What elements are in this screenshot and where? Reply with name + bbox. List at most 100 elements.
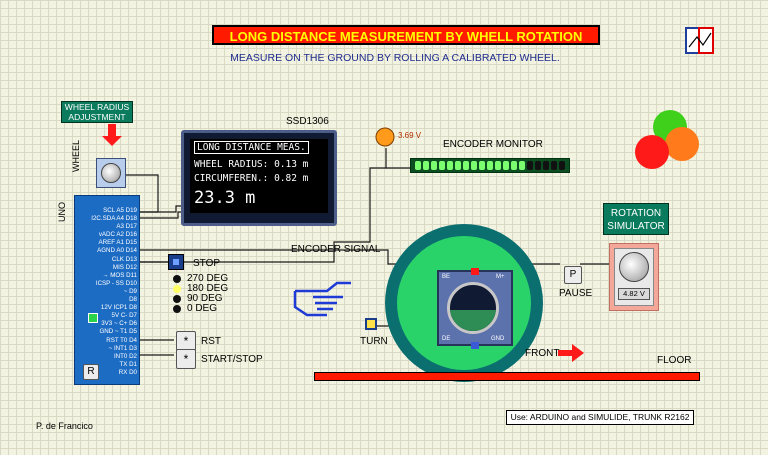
pin-label: RST T0 D4 (106, 337, 137, 344)
oled-name: SSD1306 (286, 116, 329, 127)
pause-label: PAUSE (559, 288, 593, 299)
segment (455, 161, 461, 170)
deg-270-label: 270 DEG (187, 273, 229, 284)
label-line1: ROTATION (610, 208, 662, 219)
page-title: LONG DISTANCE MEASUREMENT BY WHELL ROTAT… (212, 25, 600, 45)
pin-label: ~ D9 (123, 288, 137, 295)
wheel-face: BE M+ DE GND (397, 236, 531, 370)
label-line2: ADJUSTMENT (68, 112, 126, 122)
segment (559, 161, 565, 170)
pin-label: AREF A1 D15 (98, 239, 137, 246)
oled-distance: 23.3 m (194, 188, 256, 208)
oled-line1: LONG DISTANCE MEAS. (194, 141, 309, 154)
arduino-board: SCL A5 D19 I2C.SDA A4 D18 A3 D17 vADC A2… (74, 195, 140, 385)
encoder-monitor-label: ENCODER MONITOR (443, 139, 543, 150)
pin-label: I2C.SDA A4 D18 (91, 215, 137, 222)
stop-led-indicator-icon (173, 259, 179, 265)
segment (487, 161, 493, 170)
arduino-reset-button[interactable]: R (83, 364, 99, 380)
turn-led (365, 318, 377, 330)
page-subtitle: MEASURE ON THE GROUND BY ROLLING A CALIB… (230, 52, 560, 64)
turn-label: TURN (360, 336, 388, 347)
segment (471, 161, 477, 170)
wheel-radius-pot[interactable] (96, 158, 126, 188)
encoder-pin-be: BE (442, 274, 451, 280)
segment (495, 161, 501, 170)
stop-label: STOP (193, 258, 221, 269)
angle-leds-icon (173, 275, 181, 313)
encoder-pin-de: DE (442, 336, 451, 342)
pin-label: vADC A2 D16 (98, 231, 137, 238)
segment (535, 161, 541, 170)
segment (479, 161, 485, 170)
rgb-led-cluster-icon (635, 110, 699, 169)
encoder-signal-label: ENCODER SIGNAL (291, 244, 381, 255)
pin-label: ~ INT1 D3 (108, 345, 137, 352)
pin-label: TX D1 (119, 361, 137, 368)
deg-90-label: 90 DEG (187, 293, 223, 304)
footer-note: Use: ARDUINO and SIMULIDE, TRUNK R2162 (506, 410, 694, 425)
simulide-logo-icon (685, 27, 714, 54)
oled-display: LONG DISTANCE MEAS. WHEEL RADIUS: 0.13 m… (181, 130, 337, 226)
start-stop-button[interactable]: * (176, 349, 196, 369)
label-line1: WHEEL RADIUS (64, 102, 130, 112)
pin-label: MIS D12 (112, 264, 137, 271)
pin-label: 3V3 ~ C+ D6 (101, 320, 137, 327)
segment (527, 161, 533, 170)
encoder-bottom-marker-icon (471, 342, 479, 349)
encoder-top-marker-icon (471, 268, 479, 275)
author-label: P. de Francico (36, 421, 93, 431)
segment (431, 161, 437, 170)
pin-label: CLK D13 (111, 256, 137, 263)
rotation-simulator-pot[interactable]: 4.82 V (609, 243, 659, 311)
pin-label: SCL A5 D19 (103, 207, 137, 214)
segment (423, 161, 429, 170)
segment (511, 161, 517, 170)
pot-knob-icon[interactable] (619, 252, 649, 282)
measuring-wheel: BE M+ DE GND (385, 224, 543, 382)
pot-knob-icon[interactable] (101, 163, 121, 183)
floor-label: FLOOR (657, 355, 692, 366)
segment (551, 161, 557, 170)
start-stop-label: START/STOP (201, 354, 263, 365)
segment (415, 161, 421, 170)
pin-label: 12V ICP1 D8 (100, 304, 137, 311)
front-arrow-icon (558, 344, 584, 362)
down-arrow-icon (102, 124, 122, 146)
encoder-pin-mplus: M+ (496, 274, 505, 280)
stop-led (168, 254, 184, 270)
segment (439, 161, 445, 170)
pin-label: A3 D17 (116, 223, 137, 230)
pin-label: ICSP - SS D10 (95, 280, 137, 287)
probe-voltage: 3.69 V (398, 131, 422, 140)
segment (447, 161, 453, 170)
pin-label: INT0 D2 (113, 353, 137, 360)
pin-label: → MOS D11 (102, 272, 137, 279)
encoder-fill (450, 309, 496, 331)
pot-voltage: 4.82 V (618, 288, 650, 300)
wheel-label: WHEEL (71, 139, 81, 172)
encoder-pin-gnd: GND (491, 336, 505, 342)
pin-label: 5V C- D7 (111, 312, 137, 319)
pin-label: D8 (129, 296, 137, 303)
voltage-probe-icon (375, 127, 395, 147)
oled-screen: LONG DISTANCE MEAS. WHEEL RADIUS: 0.13 m… (190, 139, 328, 213)
front-label: FRONT (525, 348, 560, 359)
oled-line2: WHEEL RADIUS: 0.13 m (194, 159, 309, 170)
oled-line3: CIRCUMFEREN.: 0.82 m (194, 173, 309, 184)
rotary-encoder: BE M+ DE GND (437, 268, 513, 349)
pause-button[interactable]: P (564, 266, 582, 284)
power-led-icon (88, 313, 98, 323)
rotation-simulator-label: ROTATION SIMULATOR (603, 203, 669, 235)
rst-button[interactable]: * (176, 331, 196, 351)
deg-180-label: 180 DEG (187, 283, 229, 294)
pin-label: GND ~ T1 D5 (99, 328, 137, 335)
segment (543, 161, 549, 170)
floor-bar (314, 372, 700, 381)
pin-label: AGND A0 D14 (97, 247, 137, 254)
pin-label: RX D0 (118, 369, 137, 376)
pot-body: 4.82 V (614, 248, 654, 306)
encoder-dial[interactable] (447, 282, 499, 334)
pointing-hand-icon (293, 281, 351, 317)
